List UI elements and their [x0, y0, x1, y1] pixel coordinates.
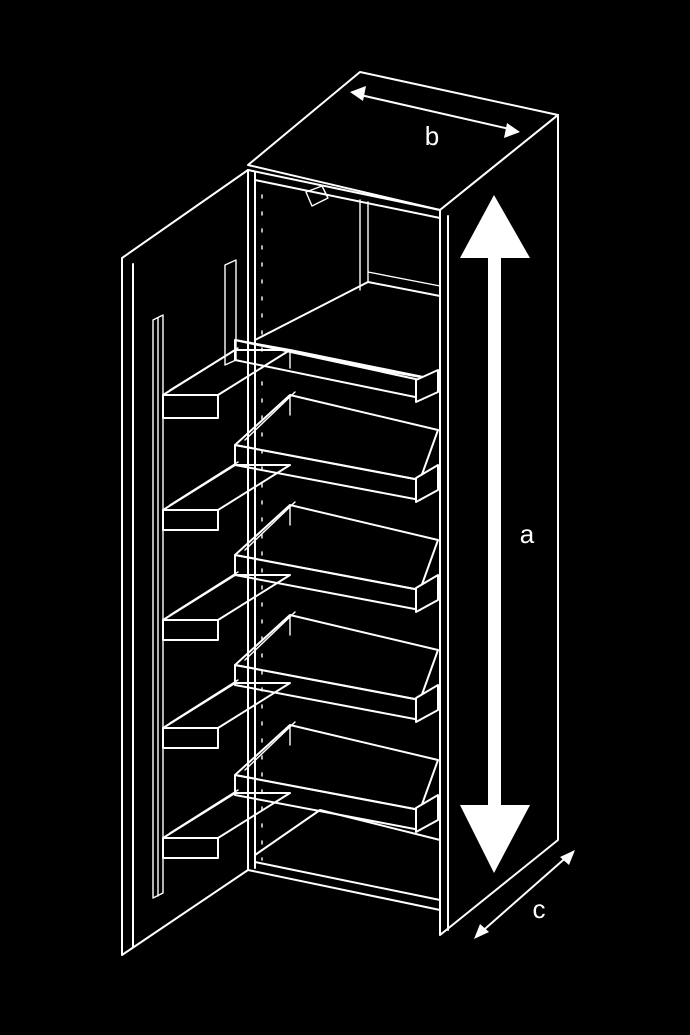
pullout-shelf: [234, 501, 439, 613]
door-basket: [162, 679, 291, 749]
arrowhead-icon: [560, 850, 575, 865]
door-basket: [162, 571, 291, 641]
pullout-shelf: [234, 391, 439, 503]
arrowhead-icon: [460, 195, 530, 258]
pullout-shelf: [234, 721, 439, 833]
depth-label: c: [533, 894, 546, 924]
pullout-shelf: [234, 611, 439, 723]
arrowhead-icon: [460, 805, 530, 873]
width-dimension: b: [350, 86, 520, 151]
width-label: b: [425, 121, 439, 151]
pullout-shelf: [234, 339, 439, 403]
height-dimension: a: [460, 195, 535, 873]
height-label: a: [520, 519, 535, 549]
door-basket: [162, 461, 291, 531]
arrowhead-icon: [504, 123, 520, 138]
door-basket: [162, 789, 291, 859]
depth-dimension: c: [474, 850, 575, 939]
pullout-shelves: [234, 339, 439, 833]
arrowhead-icon: [474, 924, 489, 939]
arrowhead-icon: [350, 86, 366, 101]
